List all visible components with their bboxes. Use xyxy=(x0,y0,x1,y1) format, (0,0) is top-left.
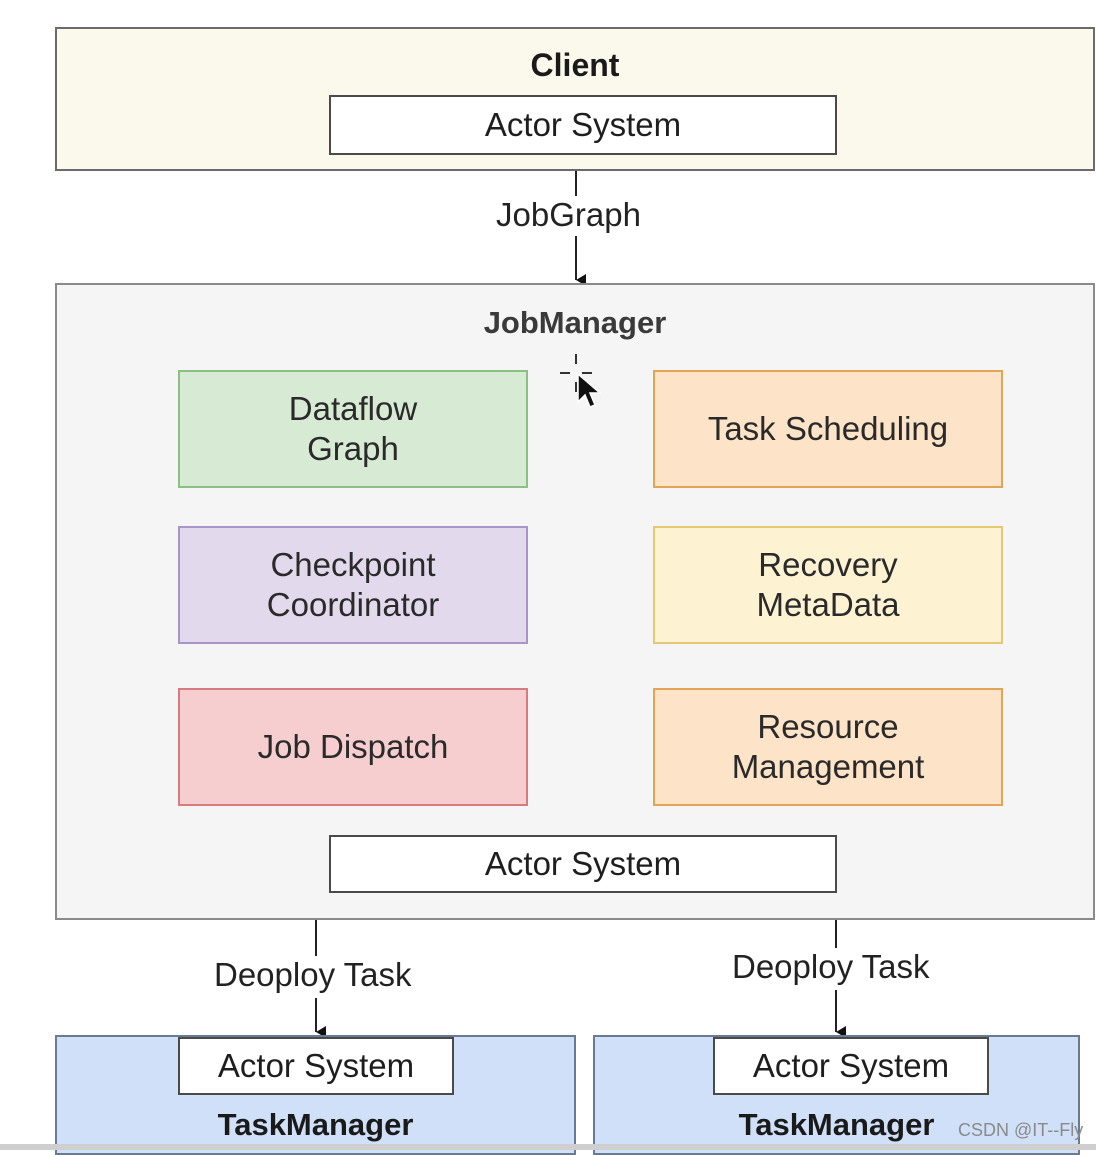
taskmanager-box-2: Actor System TaskManager xyxy=(593,1035,1080,1155)
dataflow-graph-box: Dataflow Graph xyxy=(178,370,528,488)
task-scheduling-box: Task Scheduling xyxy=(653,370,1003,488)
job-dispatch-box: Job Dispatch xyxy=(178,688,528,806)
csdn-watermark: CSDN @IT--Fly xyxy=(958,1120,1084,1140)
deploy-task-label-right: Deoploy Task xyxy=(732,948,930,985)
taskmanager-box-1: Actor System TaskManager xyxy=(55,1035,576,1155)
jobmanager-actor-system: Actor System xyxy=(329,835,837,893)
client-box: Client Actor System xyxy=(55,27,1095,171)
taskmanager-2-title: TaskManager xyxy=(738,1107,935,1142)
mouse-cursor-icon xyxy=(560,354,603,408)
jobgraph-label: JobGraph xyxy=(496,196,641,233)
checkpoint-coordinator-box: Checkpoint Coordinator xyxy=(178,526,528,644)
recovery-metadata-box: Recovery MetaData xyxy=(653,526,1003,644)
client-title: Client xyxy=(530,47,620,83)
taskmanager-1-actor-system: Actor System xyxy=(178,1037,454,1095)
taskmanager-2-actor-system: Actor System xyxy=(713,1037,989,1095)
client-actor-system: Actor System xyxy=(329,95,837,155)
bottom-divider xyxy=(0,1144,1096,1150)
deploy-task-label-left: Deoploy Task xyxy=(214,956,412,993)
resource-management-box: Resource Management xyxy=(653,688,1003,806)
jobmanager-title: JobManager xyxy=(483,305,667,340)
taskmanager-1-title: TaskManager xyxy=(217,1107,414,1142)
